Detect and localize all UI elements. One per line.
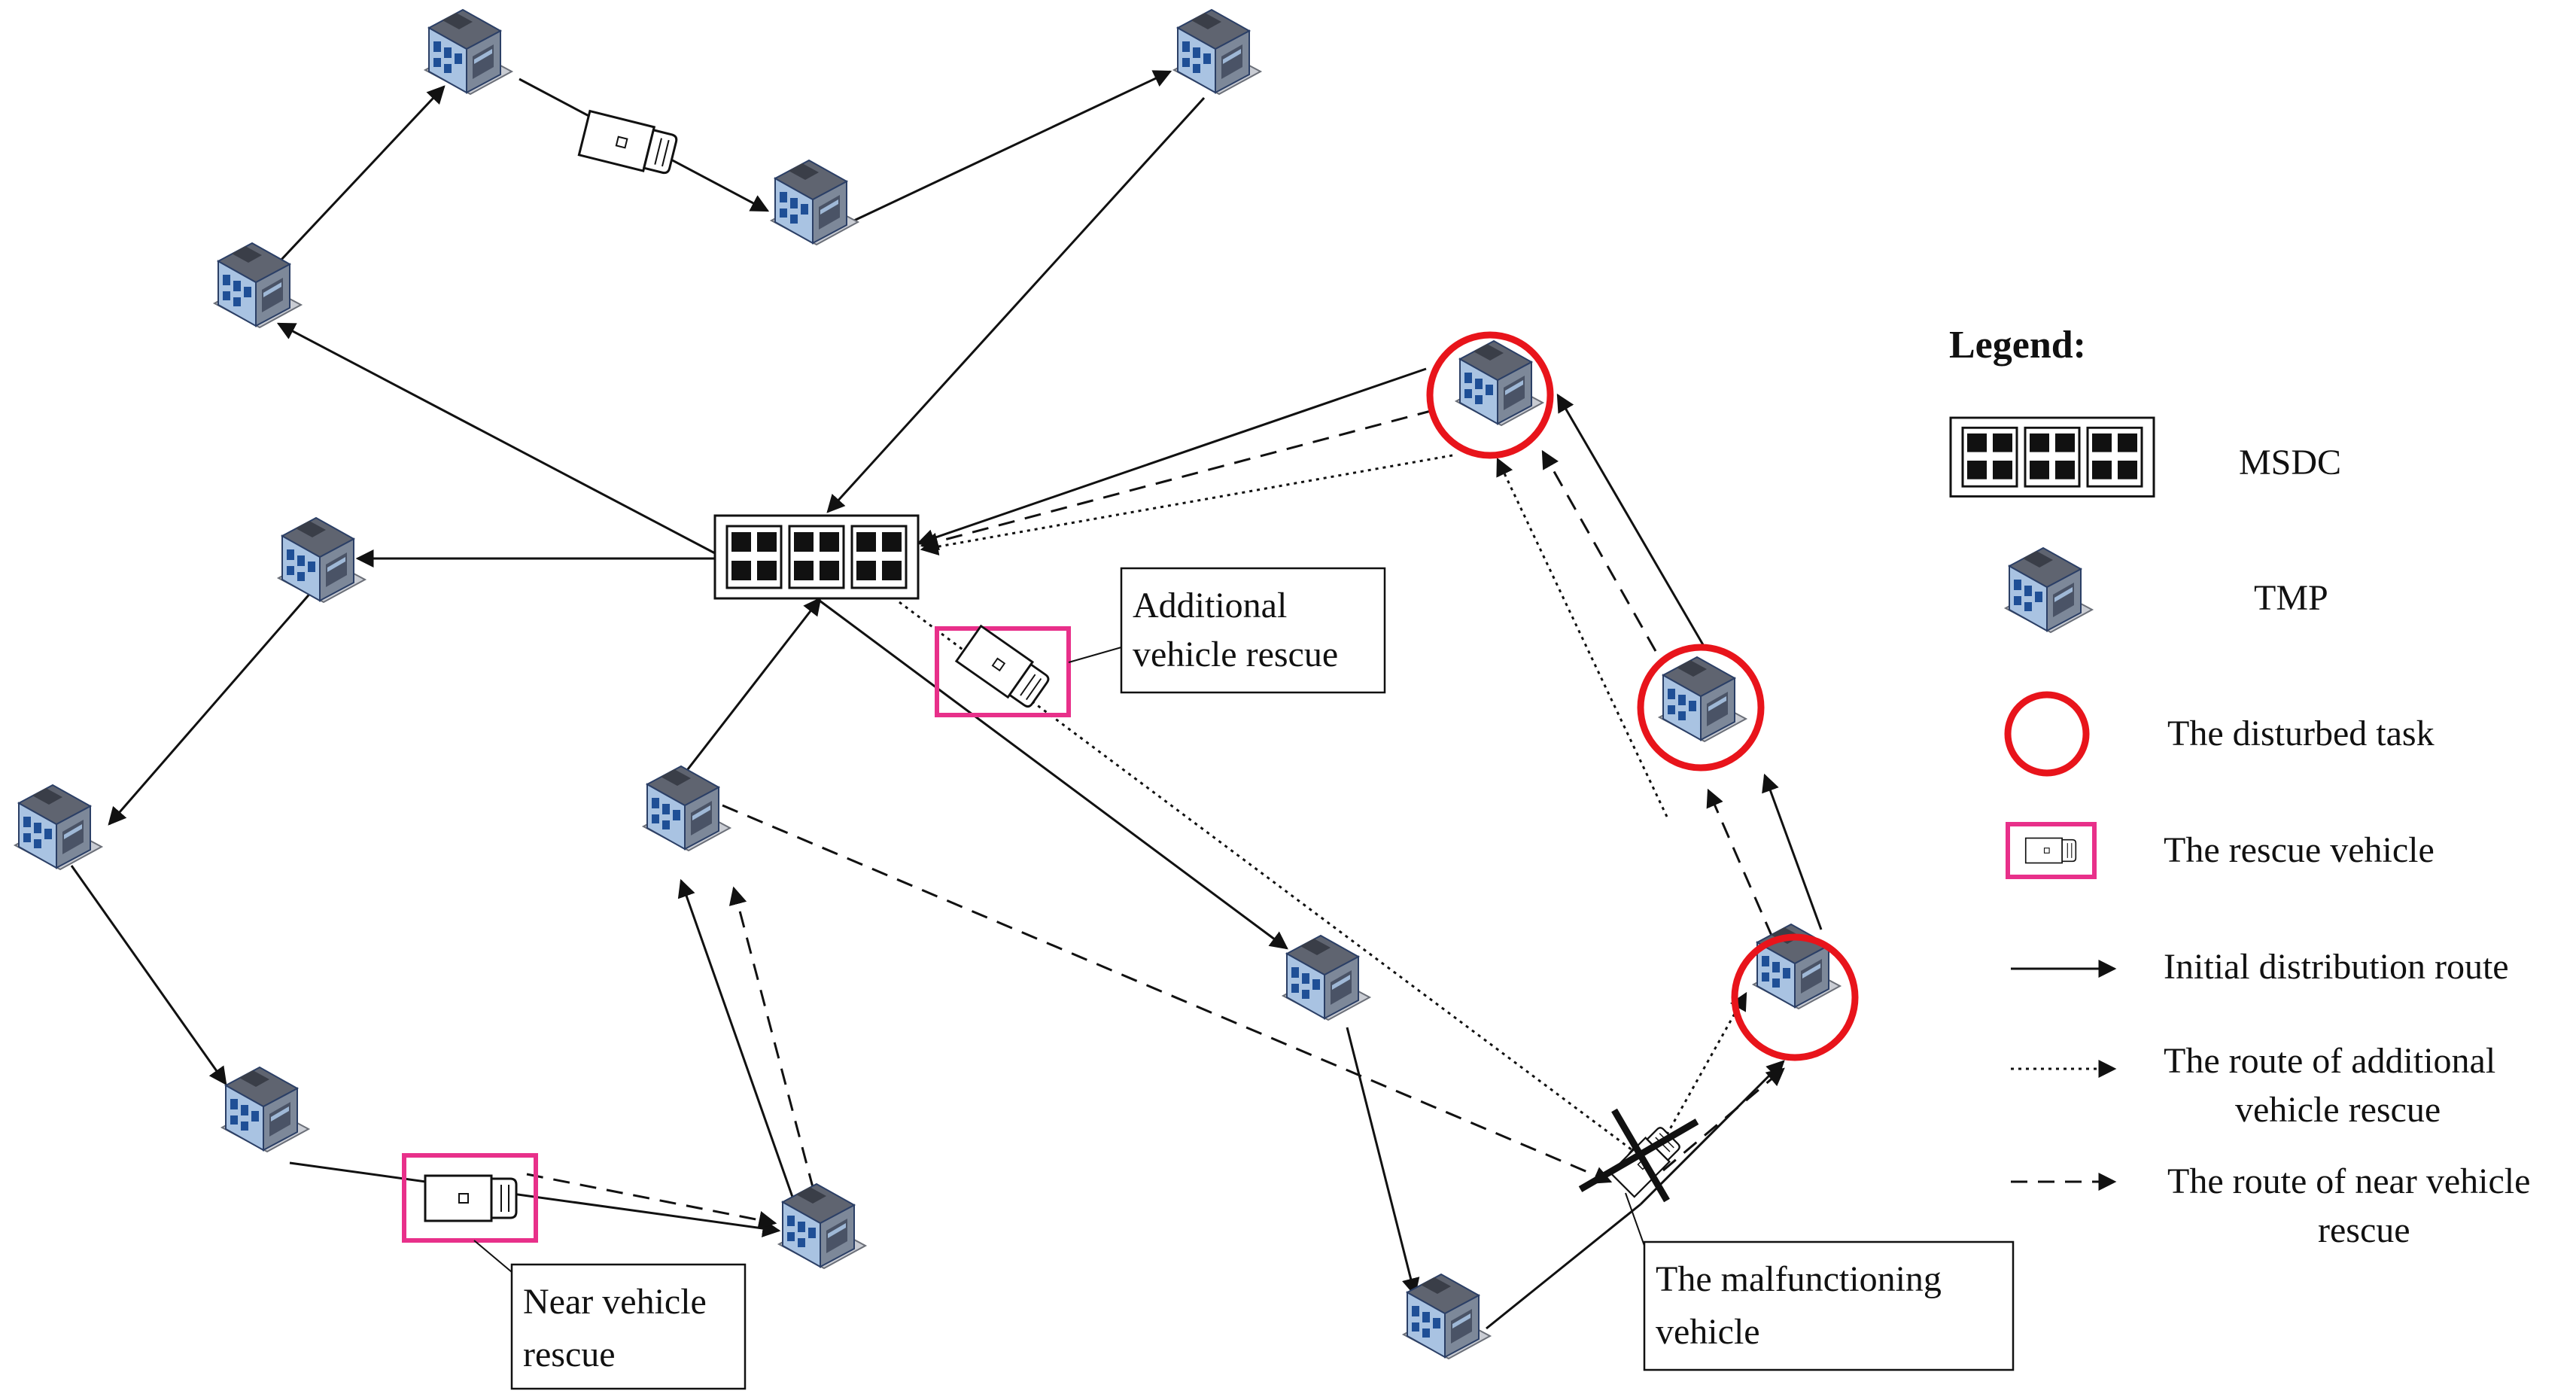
- legend: Legend: MSDC TMP The disturbed task The …: [1949, 324, 2530, 1250]
- disturbed-task-circle: [1637, 644, 1765, 772]
- legend-additional-label-2: vehicle rescue: [2235, 1090, 2441, 1130]
- legend-msdc-icon: [1949, 416, 2155, 498]
- legend-disturbed-circle: [2004, 691, 2090, 777]
- callout-malfunction-line1: The malfunctioning: [1656, 1259, 1942, 1299]
- route-line: [1486, 1203, 1641, 1330]
- additional-rescue-box: [935, 626, 1071, 717]
- near-route-line: [722, 804, 1613, 1184]
- callout-additional-line1: Additional: [1133, 586, 1287, 625]
- route-line: [108, 590, 314, 826]
- route-line: [1556, 393, 1706, 648]
- additional-route-line: [1496, 457, 1668, 817]
- callout-malfunction: The malfunctioning vehicle: [1625, 1192, 2015, 1371]
- building-icon: [1282, 935, 1370, 1021]
- near-route-line: [526, 1173, 777, 1229]
- cross-mark: [1578, 1118, 1699, 1192]
- legend-building-icon: [2005, 547, 2093, 633]
- building-icon: [1403, 1274, 1491, 1359]
- building-icon: [424, 9, 512, 95]
- callout-additional: Additional vehicle rescue: [1068, 567, 1386, 694]
- legend-near-label-1: The route of near vehicle: [2167, 1161, 2530, 1201]
- callout-additional-line2: vehicle rescue: [1133, 635, 1338, 674]
- initial-routes: [70, 70, 1823, 1330]
- truck-icon: [577, 110, 680, 178]
- route-line: [677, 878, 799, 1213]
- tmp-nodes: [14, 9, 1841, 1359]
- disturbed-task-markers: [1426, 331, 1859, 1061]
- legend-rescue-box: [2006, 822, 2097, 879]
- callout-near: Near vehicle rescue: [473, 1240, 747, 1390]
- truck-icon: [955, 625, 1054, 712]
- near-vehicle-routes: [526, 409, 1785, 1229]
- building-icon: [278, 517, 366, 603]
- disturbed-task-circle: [1731, 933, 1859, 1061]
- building-icon: [778, 1183, 866, 1269]
- legend-tmp-label: TMP: [2254, 578, 2328, 618]
- legend-msdc-label: MSDC: [2239, 443, 2341, 482]
- legend-near-label-2: rescue: [2318, 1210, 2410, 1250]
- building-icon: [1173, 9, 1261, 95]
- building-icon: [14, 784, 102, 870]
- building-icon: [771, 160, 859, 245]
- route-line: [1639, 1060, 1785, 1206]
- callout-malfunction-line2: vehicle: [1656, 1312, 1760, 1352]
- building-icon: [214, 242, 302, 328]
- msdc-warehouse-icon: [713, 514, 920, 600]
- building-icon: [643, 765, 731, 851]
- near-rescue-box: [402, 1153, 538, 1243]
- callout-near-line1: Near vehicle: [523, 1282, 707, 1322]
- truck-icon: [424, 1174, 518, 1222]
- route-line: [816, 597, 1288, 950]
- disturbed-task-circle: [1426, 331, 1554, 459]
- building-icon: [221, 1067, 309, 1152]
- malfunctioning-vehicle: [1578, 1108, 1699, 1203]
- route-line: [1762, 773, 1823, 930]
- route-line: [676, 597, 822, 784]
- additional-route-line: [1658, 991, 1747, 1149]
- near-route-line: [920, 409, 1434, 551]
- additional-route-line: [899, 601, 1646, 1161]
- legend-rescue-label: The rescue vehicle: [2164, 830, 2435, 870]
- near-route-line: [1662, 1067, 1785, 1172]
- legend-truck-icon: [2024, 837, 2077, 864]
- near-route-line: [728, 886, 822, 1216]
- route-line: [266, 85, 446, 276]
- legend-additional-label-1: The route of additional: [2164, 1041, 2495, 1081]
- route-line: [1346, 1027, 1420, 1297]
- route-line: [916, 367, 1427, 547]
- additional-route-line: [920, 454, 1453, 556]
- near-route-line: [1706, 788, 1774, 938]
- route-line: [276, 322, 716, 555]
- building-icon: [1659, 656, 1747, 742]
- route-line: [842, 70, 1172, 227]
- callout-near-line2: rescue: [523, 1335, 616, 1374]
- legend-initial-label: Initial distribution route: [2164, 947, 2509, 987]
- legend-title: Legend:: [1949, 324, 2086, 367]
- legend-disturbed-label: The disturbed task: [2167, 714, 2435, 753]
- near-route-line: [1541, 449, 1657, 652]
- route-line: [826, 96, 1206, 513]
- route-line: [70, 865, 227, 1085]
- additional-vehicle-routes: [899, 454, 1747, 1161]
